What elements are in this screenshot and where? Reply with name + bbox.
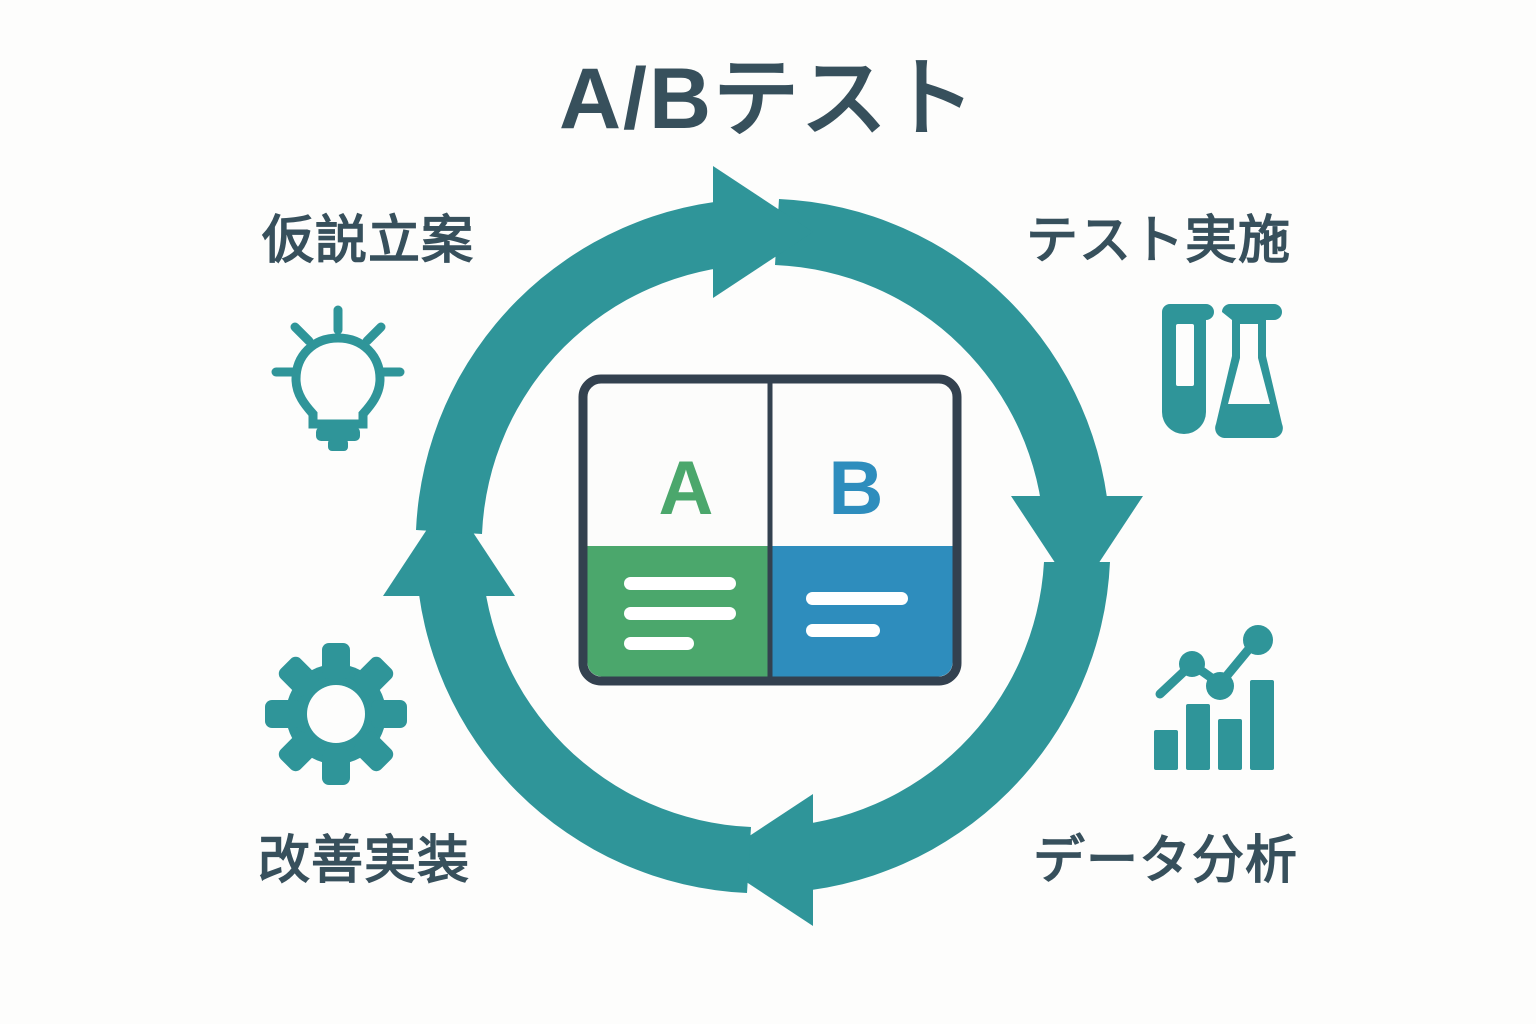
bar-line-chart-icon [1146,622,1298,774]
test-tube-void [1176,324,1194,386]
gear-icon [262,640,410,788]
flask-void [1228,324,1270,404]
variant-b-fill [770,546,953,677]
page-title: A/Bテスト [558,51,978,147]
variant-b-letter: B [829,446,884,531]
variant-a-content-bars [624,577,736,650]
step-label-data-analysis: データ分析 [1033,832,1299,890]
step-label-improvement: 改善実装 [258,832,471,890]
step-label-test-execution: テスト実施 [1026,212,1292,270]
cycle-ring-svg [383,166,1143,926]
step-label-hypothesis: 仮説立案 [262,212,475,270]
lightbulb-icon [268,300,408,452]
arrow-left-bottom-segment [383,496,751,893]
arrow-up-left-segment [416,166,813,534]
ab-test-card: A B [578,374,962,686]
cycle-ring [383,166,1143,926]
flask-test-tube-icon [1156,300,1284,444]
ab-test-card-svg: A B [578,374,962,686]
arrow-down-right-segment [713,562,1110,926]
variant-a-letter: A [659,446,714,531]
variant-b-content-bars [806,592,908,637]
